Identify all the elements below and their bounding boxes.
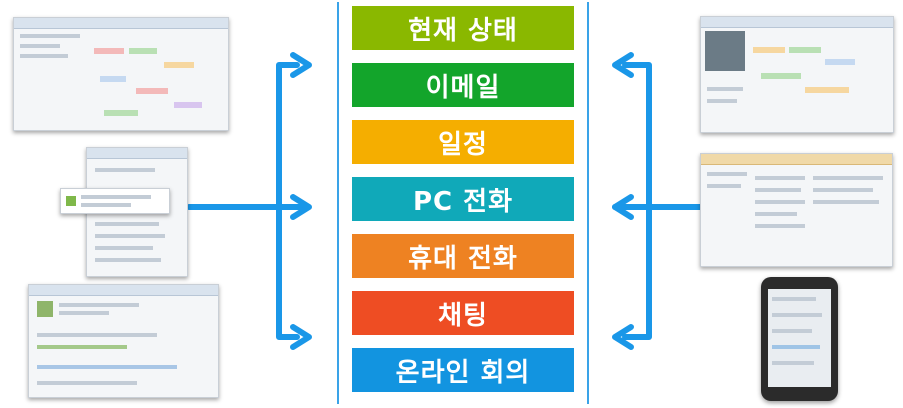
right-arrow-bottom [612, 324, 634, 350]
feature-online-meeting: 온라인 회의 [352, 348, 574, 392]
left-arrow-middle [290, 194, 312, 220]
feature-label: 현재 상태 [408, 15, 518, 46]
feature-label: 이메일 [425, 72, 501, 103]
feature-calendar: 일정 [352, 120, 574, 164]
right-arrow-middle [612, 194, 634, 220]
feature-mobile-phone: 휴대 전화 [352, 234, 574, 278]
left-divider-line [337, 2, 339, 404]
feature-label: PC 전화 [412, 186, 514, 217]
left-bracket-line [276, 62, 300, 340]
right-divider-line [587, 2, 589, 404]
right-bracket-line [622, 62, 652, 340]
video-meeting-screenshot [700, 16, 894, 133]
feature-email: 이메일 [352, 63, 574, 107]
feature-presence: 현재 상태 [352, 6, 574, 50]
feature-label: 온라인 회의 [395, 357, 531, 388]
feature-label: 휴대 전화 [408, 243, 518, 274]
left-arrow-bottom [290, 324, 312, 350]
feature-pc-phone: PC 전화 [352, 177, 574, 221]
calendar-screenshot [13, 17, 229, 131]
contact-card-popup [60, 188, 170, 214]
right-arrow-top [612, 52, 634, 78]
feature-chat: 채팅 [352, 291, 574, 335]
feature-label: 채팅 [438, 300, 488, 331]
smartphone-image [761, 277, 838, 401]
chat-window-screenshot [28, 284, 219, 398]
left-arrow-top [290, 52, 312, 78]
feature-label: 일정 [438, 129, 488, 160]
outlook-screenshot [700, 153, 893, 267]
